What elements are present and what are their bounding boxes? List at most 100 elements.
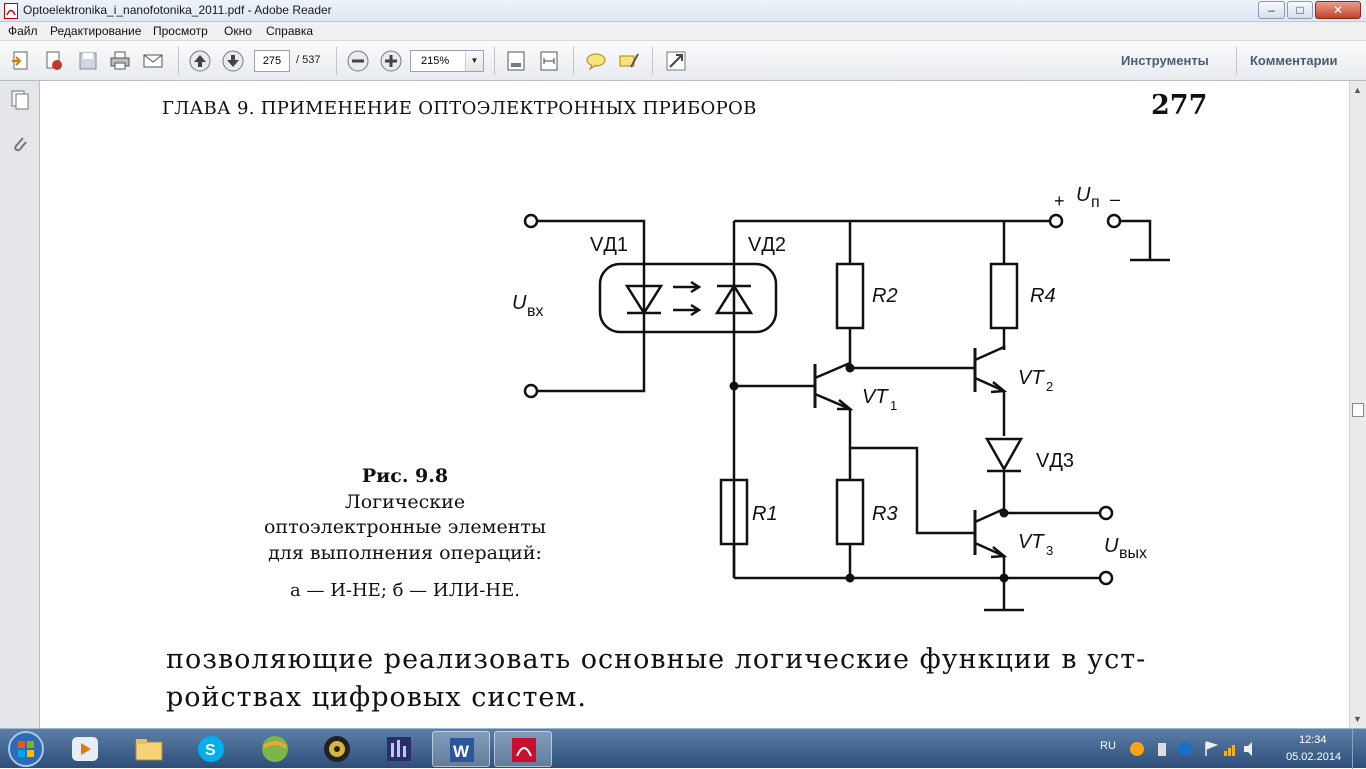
- page-total: / 537: [296, 54, 321, 66]
- label-vd3: VД3: [1036, 450, 1074, 472]
- highlight-text-icon: [619, 53, 639, 68]
- input-terminal-bottom: [523, 383, 539, 399]
- print-button[interactable]: [108, 49, 132, 73]
- taskbar-equalizer[interactable]: [370, 731, 428, 767]
- label-vt1: VT: [862, 386, 889, 408]
- zoom-select[interactable]: 215% ▼: [410, 50, 484, 72]
- body-text-line: ройствах цифровых систем.: [166, 682, 587, 713]
- start-button-icon[interactable]: [6, 730, 46, 768]
- label-uin: U: [512, 292, 527, 314]
- attachments-paperclip-icon[interactable]: [9, 133, 31, 155]
- circuit-diagram: VД1 VД2 VД3 R1 R2 R3 R4 VT 1 VT 2 VT 3 U…: [512, 184, 1170, 612]
- equalizer-icon: [387, 737, 411, 761]
- navigation-pane: [0, 81, 40, 728]
- taskbar-explorer[interactable]: [120, 731, 178, 767]
- junction-dot: [845, 573, 855, 583]
- label-r1: R1: [752, 503, 778, 525]
- label-plus: +: [1054, 191, 1065, 211]
- scroll-up-arrow-icon[interactable]: ▲: [1353, 85, 1362, 95]
- arrow-up-icon: [189, 50, 211, 72]
- supply-minus-terminal: [1106, 213, 1122, 229]
- taskbar-media-player[interactable]: [56, 731, 114, 767]
- close-button[interactable]: ✕: [1315, 1, 1361, 19]
- menu-file[interactable]: Файл: [8, 24, 38, 38]
- comment-bubble-icon: [586, 53, 606, 71]
- page-number-input[interactable]: 275: [254, 50, 290, 72]
- toolbar-separator: [1236, 47, 1237, 75]
- body-text-line: позволяющие реализовать основные логичес…: [166, 644, 1147, 675]
- fullscreen-button[interactable]: [664, 49, 688, 73]
- arrow-down-icon: [222, 50, 244, 72]
- taskbar-audio-player[interactable]: [308, 731, 366, 767]
- chevron-down-icon[interactable]: ▼: [465, 51, 483, 71]
- ground-terminal: [1098, 570, 1114, 586]
- media-player-icon: [72, 737, 98, 761]
- label-up-sub: п: [1091, 194, 1100, 211]
- tools-pane-button[interactable]: Инструменты: [1121, 53, 1209, 68]
- page-thumbnails-icon[interactable]: [9, 89, 31, 111]
- toolbar-separator: [178, 47, 179, 75]
- menu-bar: Файл Редактирование Просмотр Окно Справк…: [0, 22, 1366, 41]
- fit-width-button[interactable]: [537, 49, 561, 73]
- speaker-icon: [324, 736, 350, 762]
- junction-dot: [729, 381, 739, 391]
- fit-page-button[interactable]: [504, 49, 528, 73]
- document-view: ГЛАВА 9. ПРИМЕНЕНИЕ ОПТОЭЛЕКТРОННЫХ ПРИБ…: [40, 81, 1349, 728]
- globe-icon: [262, 736, 288, 762]
- zoom-out-button[interactable]: [346, 49, 370, 73]
- svg-text:W: W: [453, 742, 470, 761]
- label-vd2: VД2: [748, 234, 786, 256]
- sticky-note-button[interactable]: [584, 49, 608, 73]
- menu-edit[interactable]: Редактирование: [50, 24, 142, 38]
- menu-view[interactable]: Просмотр: [153, 24, 208, 38]
- label-vt3: VT: [1018, 531, 1045, 553]
- window-title: Optoelektronika_i_nanofotonika_2011.pdf …: [23, 3, 332, 17]
- zoom-value: 215%: [421, 55, 450, 67]
- figure-caption-line: для выполнения операций:: [268, 542, 542, 564]
- next-page-button[interactable]: [221, 49, 245, 73]
- clock-time[interactable]: 12:34: [1299, 734, 1327, 746]
- vertical-scrollbar[interactable]: ▲ ▼: [1349, 81, 1366, 728]
- flag-icon: [1205, 741, 1219, 756]
- label-r3: R3: [872, 503, 898, 525]
- label-vt2: VT: [1018, 367, 1045, 389]
- zoom-in-button[interactable]: [379, 49, 403, 73]
- clock-date[interactable]: 05.02.2014: [1286, 751, 1342, 763]
- label-r4: R4: [1030, 285, 1056, 307]
- toolbar-separator: [494, 47, 495, 75]
- optocoupler-box: [598, 262, 778, 334]
- folder-icon: [135, 739, 163, 761]
- email-button[interactable]: [141, 49, 165, 73]
- taskbar-word[interactable]: W: [432, 731, 490, 767]
- menu-window[interactable]: Окно: [224, 24, 252, 38]
- show-desktop-button[interactable]: [1352, 729, 1366, 769]
- figure-caption-line: а — И-НЕ; б — ИЛИ-НЕ.: [290, 580, 520, 601]
- create-pdf-button[interactable]: [10, 49, 34, 73]
- previous-page-button[interactable]: [188, 49, 212, 73]
- taskbar: S W RU 12:34 05.02.2014: [0, 728, 1366, 769]
- power-icon: [1178, 742, 1192, 756]
- save-button[interactable]: [76, 49, 100, 73]
- menu-help[interactable]: Справка: [266, 24, 314, 38]
- combine-files-button[interactable]: [42, 49, 66, 73]
- running-head: ГЛАВА 9. ПРИМЕНЕНИЕ ОПТОЭЛЕКТРОННЫХ ПРИБ…: [162, 98, 757, 119]
- maximize-button[interactable]: □: [1287, 1, 1313, 19]
- comments-pane-button[interactable]: Комментарии: [1250, 53, 1338, 68]
- word-icon: W: [450, 738, 474, 762]
- tray-app-icon: [1130, 742, 1144, 756]
- toolbar-separator: [336, 47, 337, 75]
- taskbar-skype[interactable]: S: [182, 731, 240, 767]
- language-indicator[interactable]: RU: [1100, 740, 1116, 752]
- adobe-reader-icon: [512, 738, 536, 762]
- highlight-button[interactable]: [617, 49, 641, 73]
- scrollbar-thumb[interactable]: [1352, 403, 1364, 417]
- scroll-down-arrow-icon[interactable]: ▼: [1353, 714, 1362, 724]
- taskbar-app[interactable]: [246, 731, 304, 767]
- label-up: U: [1076, 184, 1091, 206]
- toolbar-separator: [573, 47, 574, 75]
- printer-icon: [110, 51, 130, 70]
- taskbar-adobe-reader[interactable]: [494, 731, 552, 767]
- label-minus: –: [1110, 189, 1120, 209]
- minimize-button[interactable]: –: [1258, 1, 1285, 19]
- volume-icon: [1244, 742, 1252, 756]
